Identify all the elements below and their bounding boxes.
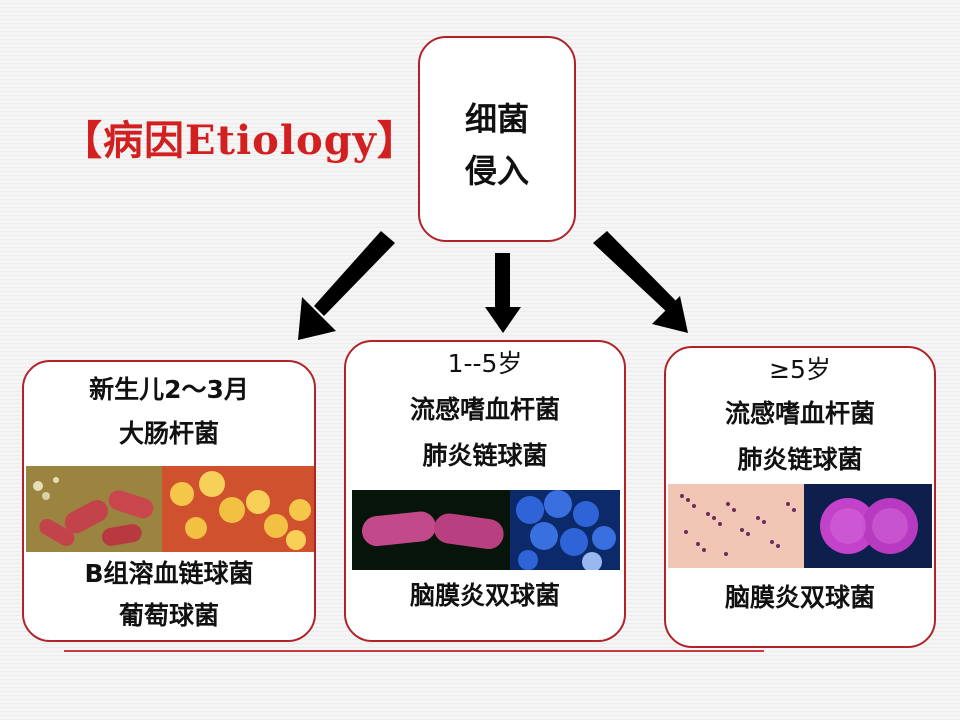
bacteria-micrographs	[668, 484, 932, 568]
organism-label: 流感嗜血杆菌	[724, 399, 875, 428]
e-coli-micrograph	[26, 466, 162, 552]
neisseria-micrograph	[804, 484, 932, 568]
organism-label: 肺炎链球菌	[737, 445, 863, 474]
group-age-label: ≥5岁	[769, 355, 831, 384]
haemophilus-micrograph	[352, 490, 510, 570]
staphylococcus-micrograph	[162, 466, 314, 552]
meningococcus-gram-stain	[668, 484, 804, 568]
organism-label: 肺炎链球菌	[422, 441, 548, 470]
pneumococcus-micrograph	[510, 490, 620, 570]
organism-label: 脑膜炎双球菌	[724, 583, 875, 612]
organism-label: 流感嗜血杆菌	[409, 395, 560, 424]
arrow-center	[485, 253, 521, 333]
group-1-to-5-years: 1--5岁 流感嗜血杆菌 肺炎链球菌 脑膜炎双球菌	[344, 340, 626, 642]
group-age-label: 1--5岁	[447, 349, 523, 378]
bacteria-micrographs	[352, 490, 620, 570]
slide-title: 【病因Etiology】	[62, 117, 418, 164]
group-5-years-plus: ≥5岁 流感嗜血杆菌 肺炎链球菌 脑膜炎双球菌	[664, 346, 936, 648]
organism-label: 大肠杆菌	[118, 419, 219, 448]
group-age-label: 新生儿2～3月	[89, 375, 249, 404]
group-newborn: 新生儿2～3月 大肠杆菌 B组溶血链球菌 葡萄球菌	[22, 360, 316, 642]
arrow-right	[593, 231, 688, 333]
organism-label: B组溶血链球菌	[84, 559, 254, 588]
root-line-2: 侵入	[464, 152, 529, 190]
arrow-left	[298, 231, 395, 340]
bacteria-micrographs	[26, 466, 314, 552]
organism-label: 葡萄球菌	[118, 601, 219, 630]
bottom-rule	[64, 650, 764, 652]
organism-label: 脑膜炎双球菌	[409, 581, 560, 610]
root-node-bacterial-invasion: 细菌 侵入	[418, 36, 576, 242]
root-line-1: 细菌	[464, 100, 529, 138]
